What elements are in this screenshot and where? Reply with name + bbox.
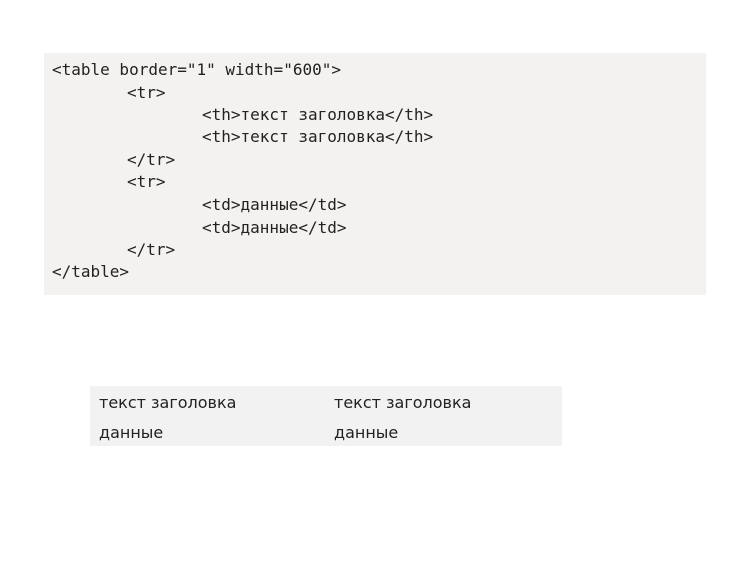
- code-line: </tr>: [127, 150, 176, 169]
- table-header-cell: текст заголовка: [99, 393, 237, 412]
- code-line: <td>данные</td>: [202, 195, 347, 214]
- code-line: </table>: [52, 262, 130, 281]
- code-line: <th>текст заголовка</th>: [202, 105, 434, 124]
- code-line: </tr>: [127, 240, 176, 259]
- code-line: <tr>: [127, 83, 166, 102]
- table-header-cell: текст заголовка: [334, 393, 472, 412]
- rendered-table: текст заголовка текст заголовка данные д…: [90, 386, 562, 446]
- code-line: <tr>: [127, 172, 166, 191]
- code-line: <table border="1" width="600">: [52, 60, 341, 79]
- code-line: <td>данные</td>: [202, 218, 347, 237]
- code-block: <table border="1" width="600"> <tr> <th>…: [44, 53, 706, 295]
- table-data-cell: данные: [99, 423, 164, 442]
- code-line: <th>текст заголовка</th>: [202, 127, 434, 146]
- table-data-cell: данные: [334, 423, 399, 442]
